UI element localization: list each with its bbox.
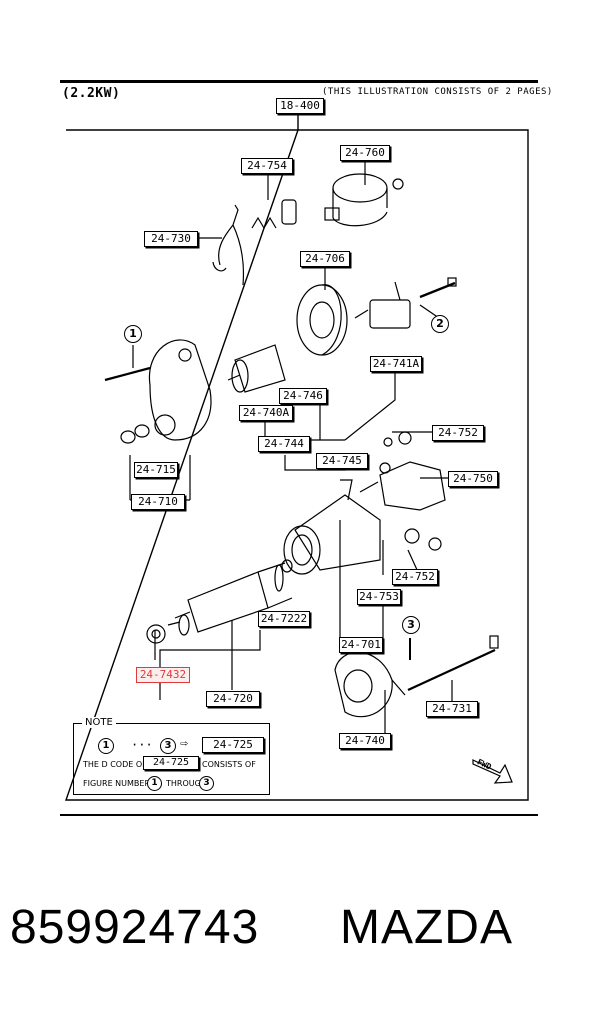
part-number: 859924743 — [10, 901, 260, 954]
label-24-760[interactable]: 24-760 — [340, 145, 390, 161]
header-top-rule — [60, 80, 538, 83]
note-circle-1b: 1 — [147, 776, 162, 791]
callout-1: 1 — [124, 325, 142, 343]
label-24-730[interactable]: 24-730 — [144, 231, 198, 247]
brand-name: MAZDA — [339, 901, 513, 954]
label-24-752-bottom[interactable]: 24-752 — [392, 569, 438, 585]
label-24-741A[interactable]: 24-741A — [370, 356, 422, 372]
label-24-701[interactable]: 24-701 — [339, 637, 383, 653]
label-24-750[interactable]: 24-750 — [448, 471, 498, 487]
note-arrow-icon: ⇨ — [180, 736, 188, 751]
note-line3-mid: THROUGH — [166, 779, 207, 788]
label-24-740A[interactable]: 24-740A — [239, 405, 293, 421]
label-24-706[interactable]: 24-706 — [300, 251, 350, 267]
note-circle-1: 1 — [98, 738, 114, 754]
label-24-744[interactable]: 24-744 — [258, 436, 310, 452]
label-24-753[interactable]: 24-753 — [357, 589, 401, 605]
note-box — [73, 723, 270, 795]
caption: 859924743 MAZDA — [10, 900, 513, 955]
note-title: NOTE — [82, 717, 116, 728]
note-label-24-725[interactable]: 24-725 — [202, 737, 264, 753]
label-18-400[interactable]: 18-400 — [276, 98, 324, 114]
label-24-745[interactable]: 24-745 — [316, 453, 368, 469]
spec-label: (2.2KW) — [62, 86, 121, 101]
label-24-740[interactable]: 24-740 — [339, 733, 391, 749]
label-24-752-top[interactable]: 24-752 — [432, 425, 484, 441]
label-24-7222[interactable]: 24-7222 — [258, 611, 310, 627]
label-24-715[interactable]: 24-715 — [134, 462, 178, 478]
label-24-754[interactable]: 24-754 — [241, 158, 293, 174]
note-line2-suffix: CONSISTS OF — [202, 760, 256, 769]
callout-2: 2 — [431, 315, 449, 333]
label-24-720[interactable]: 24-720 — [206, 691, 260, 707]
note-range-dots: ··· — [131, 738, 153, 752]
note-line3-prefix: FIGURE NUMBERS — [83, 779, 156, 788]
label-24-7432-highlighted[interactable]: 24-7432 — [136, 667, 190, 683]
note-circle-3b: 3 — [199, 776, 214, 791]
footer-rule — [60, 814, 538, 816]
note-inline-24-725[interactable]: 24-725 — [143, 756, 199, 770]
callout-3: 3 — [402, 616, 420, 634]
label-24-710[interactable]: 24-710 — [131, 494, 185, 510]
label-24-746[interactable]: 24-746 — [279, 388, 327, 404]
note-line2-prefix: THE D CODE OF — [83, 760, 147, 769]
note-circle-3: 3 — [160, 738, 176, 754]
label-24-731[interactable]: 24-731 — [426, 701, 478, 717]
page-count-note: (THIS ILLUSTRATION CONSISTS OF 2 PAGES) — [322, 87, 553, 97]
